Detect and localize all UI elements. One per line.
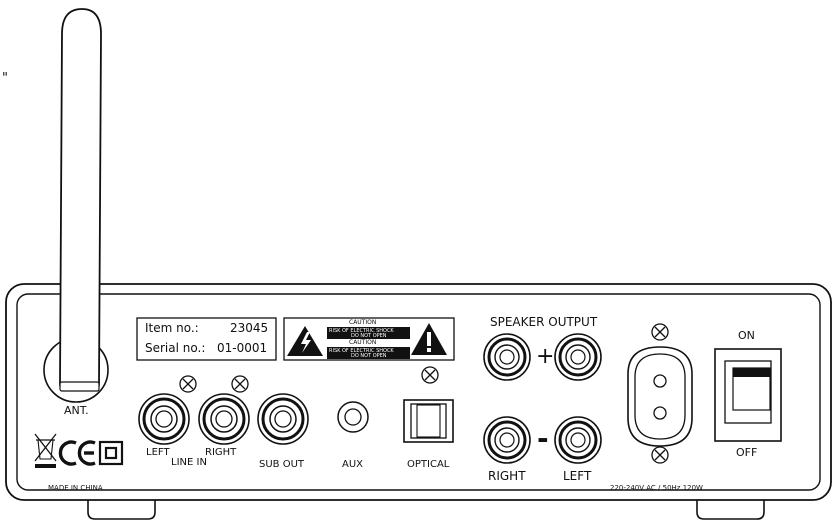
speaker-right-plus-post[interactable] <box>483 333 531 381</box>
caution-line-2b: DO NOT OPEN <box>351 353 387 359</box>
aux-label: AUX <box>342 459 364 470</box>
line-in-left-label: LEFT <box>146 447 170 458</box>
screw-icon <box>231 375 249 393</box>
stray-quote-mark: " <box>2 71 8 86</box>
antenna-icon[interactable] <box>59 8 102 391</box>
ce-mark-icon <box>58 440 96 466</box>
speaker-left-plus-post[interactable] <box>554 333 602 381</box>
line-in-right-label: RIGHT <box>205 447 237 458</box>
screw-icon <box>421 366 439 384</box>
caution-line-1a: RISK OF ELECTRIC SHOCK <box>329 328 394 334</box>
optical-label: OPTICAL <box>407 459 450 470</box>
chassis-inner <box>16 293 821 491</box>
lightning-warning-icon <box>287 326 323 356</box>
caution-black-band-1 <box>327 327 410 339</box>
sub-out-label: SUB OUT <box>259 459 305 470</box>
antenna-collar <box>59 381 100 392</box>
serial-no-label: Serial no.: <box>145 341 206 355</box>
exclamation-warning-icon <box>411 323 447 355</box>
power-rating-label: 220-240V AC / 50Hz 120W <box>610 484 703 492</box>
speaker-output-title: SPEAKER OUTPUT <box>490 315 598 329</box>
speaker-right-minus-post[interactable] <box>483 416 531 464</box>
switch-on-label: ON <box>738 329 755 342</box>
caution-title-1: CAUTION <box>349 319 377 326</box>
speaker-minus-sign: - <box>537 422 549 455</box>
line-in-left-jack[interactable] <box>138 393 190 445</box>
item-no-value: 23045 <box>230 321 269 335</box>
screw-icon <box>651 323 669 341</box>
left-foot <box>87 498 156 520</box>
sub-out-jack[interactable] <box>257 393 309 445</box>
antenna-label: ANT. <box>64 404 89 417</box>
switch-off-label: OFF <box>736 446 758 459</box>
serial-no-value: 01-0001 <box>217 341 268 355</box>
aux-jack[interactable] <box>337 401 369 433</box>
caution-black-band-2 <box>327 347 410 359</box>
double-insulation-icon <box>98 440 124 466</box>
ac-power-inlet[interactable] <box>627 346 693 447</box>
item-no-label: Item no.: <box>145 321 199 335</box>
item-label-box <box>136 317 277 361</box>
line-in-group-label: LINE IN <box>171 457 207 468</box>
caution-line-1b: DO NOT OPEN <box>351 333 387 339</box>
speaker-left-label: LEFT <box>563 469 592 483</box>
power-switch[interactable] <box>714 348 782 442</box>
screw-icon <box>179 375 197 393</box>
weee-bin-icon <box>34 433 57 468</box>
caution-line-2a: RISK OF ELECTRIC SHOCK <box>329 348 394 354</box>
right-foot <box>696 498 765 520</box>
made-in-label: MADE IN CHINA <box>48 484 103 492</box>
speaker-plus-sign: + <box>536 344 555 369</box>
screw-icon <box>651 446 669 464</box>
optical-port[interactable] <box>403 399 454 443</box>
speaker-right-label: RIGHT <box>488 469 526 483</box>
caution-title-2: CAUTION <box>349 339 377 346</box>
line-in-right-jack[interactable] <box>198 393 250 445</box>
speaker-left-minus-post[interactable] <box>554 416 602 464</box>
